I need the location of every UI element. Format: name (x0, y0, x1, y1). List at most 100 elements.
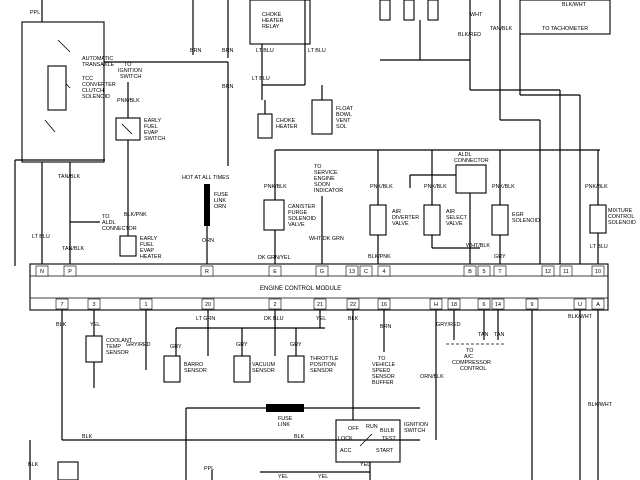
ecm-pin-label: N (40, 269, 44, 275)
vehicle-speed-line: SPEED (372, 368, 390, 374)
gry-label-tps: GRY (290, 342, 302, 348)
ecm-pin-box (463, 265, 477, 277)
gry-label-t: GRY (494, 254, 506, 260)
coolant-line: SENSOR (106, 350, 129, 356)
to-aldl-line: TO (102, 214, 109, 220)
evap-switch-box (115, 117, 141, 141)
lt-grn-label: LT GRN (196, 316, 215, 322)
brn-label-mid: BRN (222, 48, 233, 54)
ecm-pin-box (573, 298, 587, 310)
ecm-pin-label: P (68, 269, 72, 275)
ecm-pin-label: R (205, 269, 209, 275)
ecm-title: ENGINE CONTROL MODULE (260, 286, 341, 292)
throttle-line: SENSOR (310, 368, 333, 374)
blk-label-far-left: BLK (28, 462, 39, 468)
tan-blk-label-p1: TAN/BLK (58, 174, 80, 180)
ecm-pin-label: 2 (274, 302, 277, 308)
ecm-pin-box (63, 265, 77, 277)
ac-compressor-line: TO (466, 348, 473, 354)
service-engine-line: INDICATOR (314, 188, 343, 194)
ecm-pin-box (477, 265, 491, 277)
ecm-pin-label: 14 (495, 302, 501, 308)
ecm-pin-box (525, 298, 539, 310)
ecm-pin-box (201, 298, 215, 310)
ecm-pin-label: A (596, 302, 600, 308)
canister-line: PURGE (288, 210, 308, 216)
switch-pos-acc: ACC (340, 448, 351, 454)
ac-compressor-line: CONTROL (460, 366, 486, 372)
baro-line: SENSOR (184, 368, 207, 374)
orn-label: ORN (202, 238, 214, 244)
ecm-pin-box (541, 265, 555, 277)
mixture-line: SOLENOID (608, 220, 636, 226)
service-engine-line: SOON (314, 182, 330, 188)
service-engine-line: TO (314, 164, 321, 170)
choke-relay-line: CHOKE (262, 12, 282, 18)
ppl-label: PPL (30, 10, 40, 16)
air-diverter-line: AIR (392, 209, 401, 215)
lt-blu-label-n: LT BLU (32, 234, 50, 240)
ecm-pin-box (315, 265, 329, 277)
mixture-line: MIXTURE (608, 208, 633, 214)
ecm-pin-box (447, 298, 461, 310)
tcc-line: TCC (82, 76, 93, 82)
orn-blk-label: ORN/BLK (420, 374, 444, 380)
air-diverter-line: DIVERTER (392, 215, 419, 221)
ecm-pin-label: U (578, 302, 582, 308)
evap-heater-line: HEATER (140, 254, 162, 260)
ecm-pin-box (359, 265, 373, 277)
switch-pos-start: START (376, 448, 394, 454)
blk-wht-label-a: BLK/WHT (588, 402, 613, 408)
ignition-to-line: IGNITION (118, 68, 142, 74)
ecm-pin-box (491, 298, 505, 310)
lt-blu-label-10: LT BLU (590, 244, 608, 250)
ecm-pin-box (559, 265, 573, 277)
ecm-pin-box (477, 298, 491, 310)
lt-blu-label-right: LT BLU (308, 48, 326, 54)
ecm-pin-label: 9 (531, 302, 534, 308)
ecm-pin-box (200, 265, 214, 277)
pnk-blk-label-mixture: PNK/BLK (585, 184, 608, 190)
fuse-link-orn-line: ORN (214, 204, 226, 210)
tan-label-14: TAN (494, 332, 504, 338)
ecm-pin-label: 6 (483, 302, 486, 308)
choke-heater-line: CHOKE (276, 118, 296, 124)
ignition-to-line: SWITCH (120, 74, 141, 80)
transaxle-switch-3 (44, 119, 56, 133)
ecm-pin-label: B (468, 269, 472, 275)
vehicle-speed-line: TO (378, 356, 385, 362)
tachometer-label: TO TACHOMETER (542, 26, 588, 32)
vehicle-speed-line: SENSOR (372, 374, 395, 380)
blk-wht-label-top: BLK/WHT (562, 2, 587, 8)
vacuum-line: SENSOR (252, 368, 275, 374)
ignition-switch-line: IGNITION (404, 422, 428, 428)
ecm-pin-label: 21 (317, 302, 323, 308)
ecm-pin-label: 1 (145, 302, 148, 308)
ecm-pin-label: 3 (93, 302, 96, 308)
transaxle-switch-1 (57, 39, 71, 53)
brn-label-left: BRN (190, 48, 201, 54)
ppl-label-lower: PPL (204, 466, 214, 472)
choke-relay-line: RELAY (262, 24, 280, 30)
ecm-pin-label: 13 (349, 269, 355, 275)
ignition-to-line: TO (124, 62, 131, 68)
pnk-blk-label: PNK/BLK (117, 98, 140, 104)
ignition-switch-box (335, 419, 401, 463)
float-bowl-line: VENT (336, 118, 351, 124)
baro-line: BARRO (184, 362, 203, 368)
ecm-pin-box (268, 298, 282, 310)
canister-purge-box (263, 199, 285, 231)
tan-blk-label-top: TAN/BLK (490, 26, 512, 32)
yel-label-3: YEL (90, 322, 100, 328)
